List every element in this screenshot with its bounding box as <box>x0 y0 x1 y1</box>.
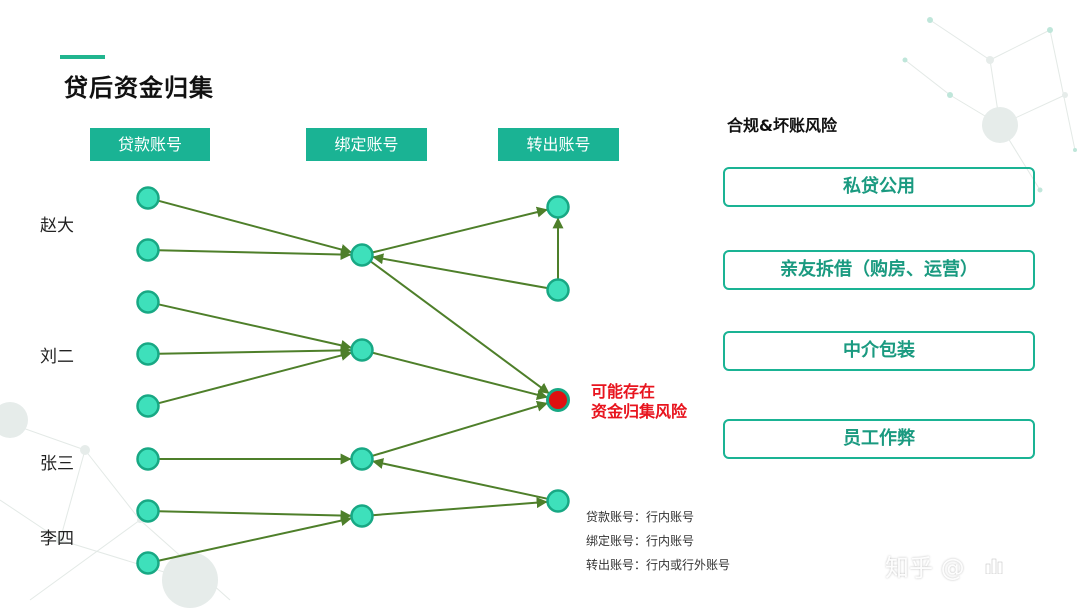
bar-chart-logo-icon <box>985 558 1003 574</box>
risk-item-box: 亲友拆借（购房、运营） <box>723 250 1035 290</box>
bound-account-node <box>350 243 374 267</box>
risk-callout-line: 资金归集风险 <box>591 402 688 421</box>
person-label: 张三 <box>40 454 74 474</box>
flow-arrow <box>158 344 352 356</box>
flow-arrow <box>157 199 352 255</box>
loan-account-node <box>136 186 160 210</box>
flow-arrow <box>372 458 548 500</box>
loan-account-node <box>136 290 160 314</box>
risk-callout-line: 可能存在 <box>591 382 656 401</box>
outgoing-account-node <box>546 195 570 219</box>
flow-arrow <box>372 497 548 517</box>
title-accent-bar <box>60 55 105 59</box>
loan-account-node <box>136 551 160 575</box>
person-label: 刘二 <box>40 347 74 367</box>
flow-arrow <box>372 253 548 290</box>
flow-arrow <box>158 249 352 260</box>
risk-account-node <box>546 388 570 412</box>
bound-account-header: 绑定账号 <box>306 128 427 161</box>
bound-account-node <box>350 504 374 528</box>
loan-account-node <box>136 238 160 262</box>
person-label: 赵大 <box>40 216 74 236</box>
legend-item: 绑定账号：行内账号 <box>586 534 695 548</box>
flow-arrow <box>371 400 549 457</box>
flow-arrow <box>371 206 548 254</box>
bound-account-node <box>350 447 374 471</box>
page-title: 贷后资金归集 <box>64 74 214 102</box>
loan-account-node <box>136 447 160 471</box>
outgoing-account-header: 转出账号 <box>498 128 619 161</box>
bound-account-node <box>350 338 374 362</box>
loan-account-node <box>136 394 160 418</box>
risk-callout: 可能存在 资金归集风险 <box>591 382 687 422</box>
risk-item-box: 中介包装 <box>723 331 1035 371</box>
loan-account-node <box>136 342 160 366</box>
flow-arrow <box>157 350 352 405</box>
flow-arrow <box>158 303 352 351</box>
risk-panel-title: 合规&坏账风险 <box>727 116 837 135</box>
outgoing-account-node <box>546 489 570 513</box>
risk-item-box: 私贷公用 <box>723 167 1035 207</box>
loan-account-node <box>136 499 160 523</box>
person-label: 李四 <box>40 529 74 549</box>
watermark-text: 知乎 @ <box>885 554 965 582</box>
flow-arrow <box>369 260 550 394</box>
loan-account-header: 贷款账号 <box>90 128 210 161</box>
flow-arrow <box>371 351 548 401</box>
legend-item: 转出账号：行内或行外账号 <box>586 558 731 572</box>
flow-arrow <box>158 515 352 562</box>
legend-item: 贷款账号：行内账号 <box>586 510 695 524</box>
flow-arrow <box>158 510 352 521</box>
outgoing-account-node <box>546 278 570 302</box>
risk-item-box: 员工作弊 <box>723 419 1035 459</box>
